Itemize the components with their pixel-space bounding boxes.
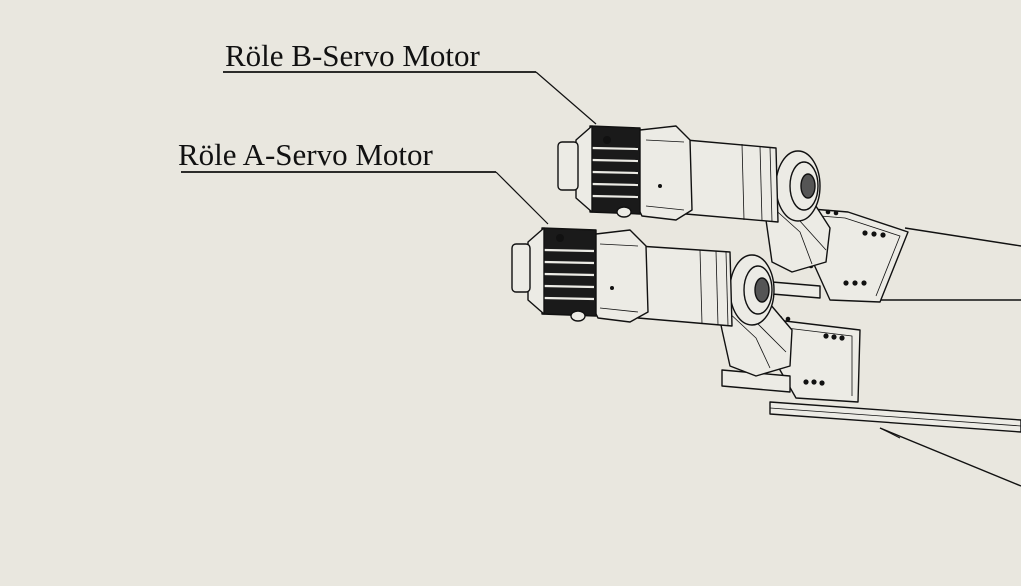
motor-a-fins (543, 248, 595, 301)
label-motor-a: Röle A-Servo Motor (178, 137, 433, 172)
leader-line-b (223, 71, 597, 125)
servo-motor-a (511, 227, 861, 403)
label-motor-b: Röle B-Servo Motor (225, 38, 480, 73)
frame-rails (769, 227, 1021, 487)
servo-motor-b (557, 125, 909, 303)
motor-b-fins (591, 146, 639, 199)
leader-line-a (181, 171, 549, 225)
